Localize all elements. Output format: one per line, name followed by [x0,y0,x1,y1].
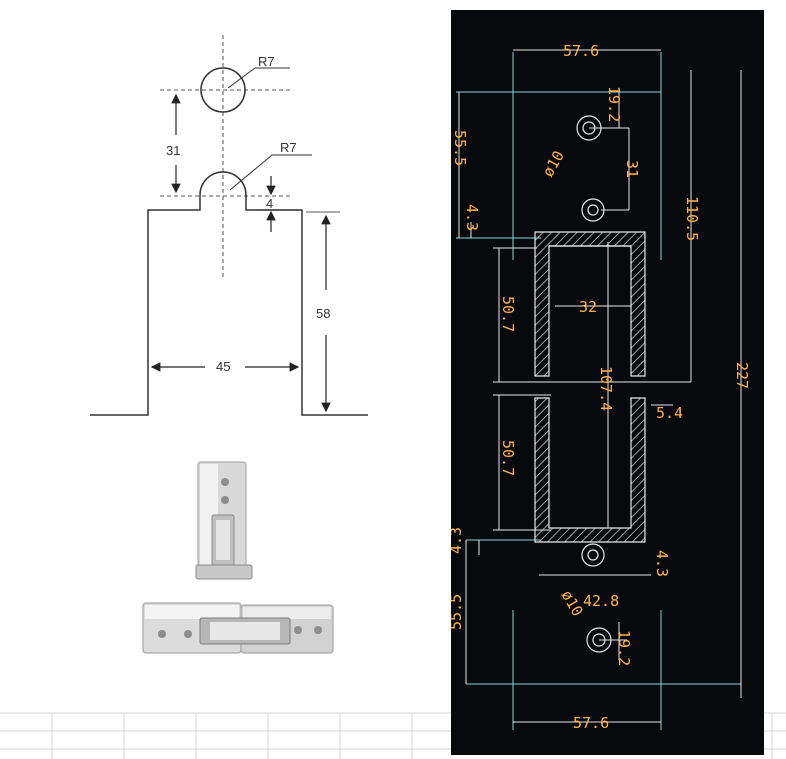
top-hole-inner [582,121,596,135]
width-42-8-label: 42.8 [583,592,619,610]
d227-label: 227 [733,362,751,389]
hinge-profile-outline [90,171,368,416]
d107-4-label: 107.4 [597,366,615,411]
dim-4-label: 4 [266,196,273,211]
d55-5-bottom-label: 55.5 [451,594,465,630]
dim-58-label: 58 [316,306,330,321]
mid-upper-hole [581,198,605,222]
d110-5-label: 110.5 [683,196,701,241]
bottom-width-label: 57.6 [573,714,609,732]
radius-notch-label: R7 [280,140,297,155]
radius-top-leader [227,67,290,89]
d50-7-bottom-label: 50.7 [499,440,517,476]
top-width-label: 57.6 [563,42,599,60]
radius-notch-leader [229,154,312,191]
radius-top-label: R7 [258,54,275,69]
mid-lower-hole [581,543,605,567]
d4-3-top-label: 4.3 [463,204,481,231]
hinge-channel-body [534,231,646,543]
bottom-hole-outer [586,627,612,653]
hinge-profile-drawing: R7 R7 31 4 58 45 [90,35,368,654]
d19-top-label: 19.2 [605,86,623,122]
d50-7-top-label: 50.7 [499,296,517,332]
d31-label: 31 [623,160,641,178]
bottom-hole-inner [592,633,606,647]
top-hole-outer [576,115,602,141]
width-32-label: 32 [579,298,597,316]
d55-5-top-label: 55.5 [451,130,469,166]
d4-3-right-label: 4.3 [653,550,671,577]
top-hole-circle [200,67,246,113]
dim-31-label: 31 [166,143,180,158]
d4-3-bottom-left-label: 4.3 [451,527,465,554]
hinge-photo-horizontal [142,602,334,654]
phi10-top-label: ø10 [539,148,568,180]
hinge-photo-vertical [195,461,253,580]
d19-bottom-label: 19.2 [615,630,633,666]
cad-hinge-drawing: 57.6 57.6 42.8 32 5.4 19.2 19.2 31 110.5… [451,10,764,755]
dim-45-label: 45 [216,359,230,374]
wall-5-4-label: 5.4 [656,404,683,422]
